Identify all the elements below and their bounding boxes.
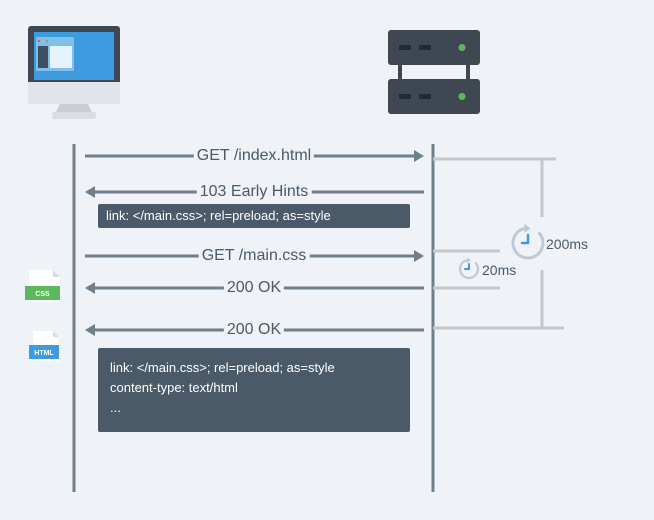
timer-label-200ms: 200ms <box>546 236 589 252</box>
early-hints-header-box: link: </main.css>; rel=preload; as=style <box>98 204 410 228</box>
html-file-icon: HTML <box>29 331 59 361</box>
message-arrow-head <box>414 150 424 162</box>
css-file-icon: CSS <box>25 270 60 302</box>
message-label-200-ok-css: 200 OK <box>223 278 285 298</box>
message-arrow-head <box>85 186 95 198</box>
clock-timer-icon <box>511 224 545 260</box>
final-response-header-box: link: </main.css>; rel=preload; as=style… <box>98 348 410 432</box>
message-arrow-head <box>85 324 95 336</box>
final-response-link-header: link: </main.css>; rel=preload; as=style <box>110 360 335 375</box>
early-hints-header-line: link: </main.css>; rel=preload; as=style <box>106 208 331 223</box>
final-response-ellipsis: ... <box>110 400 121 415</box>
desktop-monitor-icon <box>28 26 120 119</box>
final-response-content-type: content-type: text/html <box>110 380 238 395</box>
message-label-get-css: GET /main.css <box>198 246 310 266</box>
message-arrows <box>85 150 424 336</box>
message-label-get-index: GET /index.html <box>193 146 315 166</box>
clock-timer-icon <box>458 257 480 279</box>
message-label-200-ok-html: 200 OK <box>223 320 285 340</box>
html-file-label: HTML <box>34 350 54 357</box>
message-arrow-head <box>85 282 95 294</box>
timer-label-20ms: 20ms <box>482 262 517 278</box>
server-rack-icon <box>388 30 480 114</box>
css-file-label: CSS <box>35 291 50 298</box>
message-label-early-hints: 103 Early Hints <box>196 182 312 202</box>
timing-brackets <box>433 157 564 330</box>
message-arrow-head <box>414 250 424 262</box>
